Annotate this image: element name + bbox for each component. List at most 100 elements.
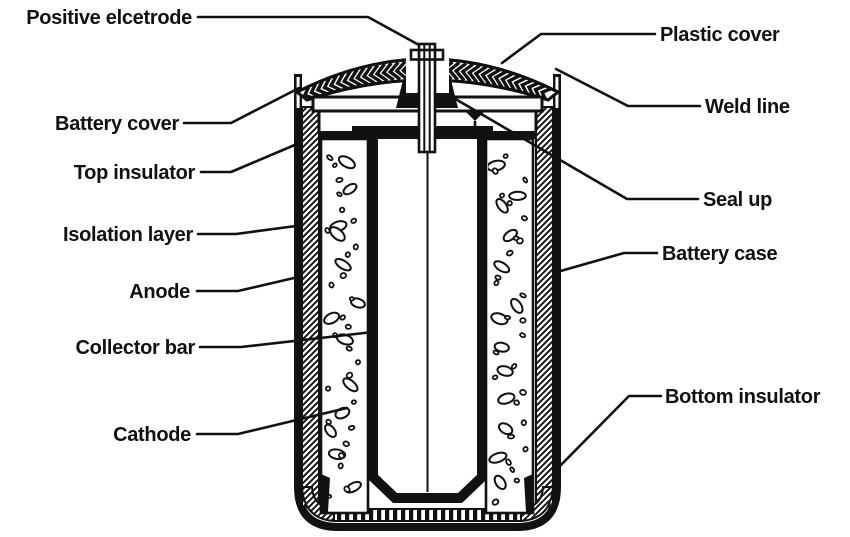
bubble-oval — [329, 226, 346, 242]
leader-seal-up — [450, 95, 700, 201]
bubble-dot — [516, 237, 524, 245]
terminal-cap — [409, 48, 445, 61]
leader-anode — [195, 276, 296, 293]
bubble-dot — [339, 272, 347, 280]
bubble-dot — [513, 399, 520, 406]
bubble-dot — [324, 227, 331, 234]
chevron-mark — [354, 66, 369, 86]
bubble-dot — [325, 418, 332, 426]
bubble-dot — [328, 281, 335, 289]
bubble-oval — [342, 377, 359, 393]
label-battery-case: Battery case — [662, 243, 778, 265]
bubble-dot — [503, 314, 512, 321]
bubble-dot — [350, 217, 358, 224]
bubble-dot — [493, 279, 500, 287]
terminal-post-body — [417, 42, 437, 154]
bubble-dot — [522, 446, 529, 453]
bubble-oval — [488, 451, 508, 464]
chevron-mark — [493, 69, 508, 89]
bubble-dot — [506, 249, 514, 257]
leader-weld-line — [554, 67, 702, 108]
label-anode: Anode — [129, 281, 190, 303]
cathode-roll-right — [484, 137, 535, 515]
chevron-mark — [387, 61, 402, 81]
chevron-mark — [368, 63, 382, 84]
chevron-mark — [348, 68, 363, 88]
leader-bottom-insulator — [554, 394, 663, 472]
leader-collector-bar — [198, 330, 375, 349]
bubble-dot — [506, 200, 513, 207]
bubble-oval — [497, 392, 516, 405]
bubble-dot — [337, 462, 344, 470]
chevron-mark — [466, 64, 481, 84]
label-bottom-insulator: Bottom insulator — [665, 386, 821, 408]
bubble-oval — [493, 341, 510, 353]
bubble-oval — [490, 312, 509, 326]
bubble-dot — [491, 498, 500, 506]
leader-positive-electrode — [196, 15, 421, 47]
label-top-insulator: Top insulator — [74, 162, 196, 184]
chevron-mark — [361, 65, 376, 85]
positive-electrode-terminal — [406, 41, 449, 154]
bubble-oval — [342, 182, 358, 196]
bubble-dot — [345, 371, 354, 379]
cathode-corner-blob-right — [524, 474, 533, 512]
chevron-mark — [341, 69, 357, 89]
bubble-dot — [494, 274, 502, 281]
bubble-dot — [337, 452, 345, 460]
bubble-dot — [335, 177, 344, 183]
plastic-cover-band-outline — [294, 57, 561, 102]
bubble-dot — [352, 243, 359, 251]
isolation-layer-right — [535, 106, 554, 508]
bottom-insulator-band — [333, 508, 522, 522]
bubble-dot — [342, 440, 350, 448]
bubble-dot — [502, 153, 509, 159]
bubble-dot — [332, 162, 338, 169]
bubble-oval — [508, 190, 527, 202]
label-isolation-layer: Isolation layer — [63, 224, 194, 246]
bubble-dot — [492, 349, 500, 356]
bubble-oval — [493, 474, 507, 491]
chevron-mark — [335, 71, 350, 91]
bubble-dot — [338, 206, 346, 214]
bubble-dot — [344, 323, 352, 330]
chevron-mark — [447, 61, 461, 81]
isolation-layer-left — [301, 106, 320, 508]
chevron-mark — [500, 71, 515, 91]
battery-case-shell — [294, 74, 561, 531]
bubble-oval — [337, 155, 356, 170]
cathode-bubbles-right — [488, 153, 529, 506]
chevron-mark — [328, 73, 344, 93]
bubble-dot — [343, 485, 351, 493]
bubble-oval — [493, 260, 511, 274]
bubble-dot — [499, 192, 505, 199]
cathode-corner-blob-left — [321, 474, 330, 512]
chevron-mark — [506, 73, 521, 93]
leader-top-insulator — [199, 142, 299, 174]
label-collector-bar: Collector bar — [76, 337, 196, 359]
bubble-oval — [496, 365, 514, 377]
chevron-mark — [460, 62, 474, 83]
bubble-dot — [325, 385, 332, 392]
chevron-mark — [381, 61, 395, 82]
bubble-oval — [510, 297, 524, 314]
leader-cathode — [195, 406, 349, 436]
bubble-dot — [510, 363, 518, 370]
label-seal-up: Seal up — [703, 189, 772, 211]
leader-battery-case — [555, 251, 659, 274]
bubble-dot — [509, 466, 516, 473]
bubble-oval — [497, 422, 514, 436]
bubble-dot — [336, 191, 343, 198]
bubble-dot — [326, 154, 334, 162]
bubble-dot — [344, 251, 351, 258]
bubble-dot — [505, 458, 512, 466]
label-cathode: Cathode — [113, 424, 191, 446]
bubble-dot — [348, 296, 355, 302]
bubble-dot — [519, 332, 527, 339]
bubble-dot — [520, 215, 528, 222]
bubble-dot — [491, 167, 499, 175]
label-positive-electrode: Positive elcetrode — [26, 7, 192, 29]
bubble-dot — [345, 345, 353, 352]
